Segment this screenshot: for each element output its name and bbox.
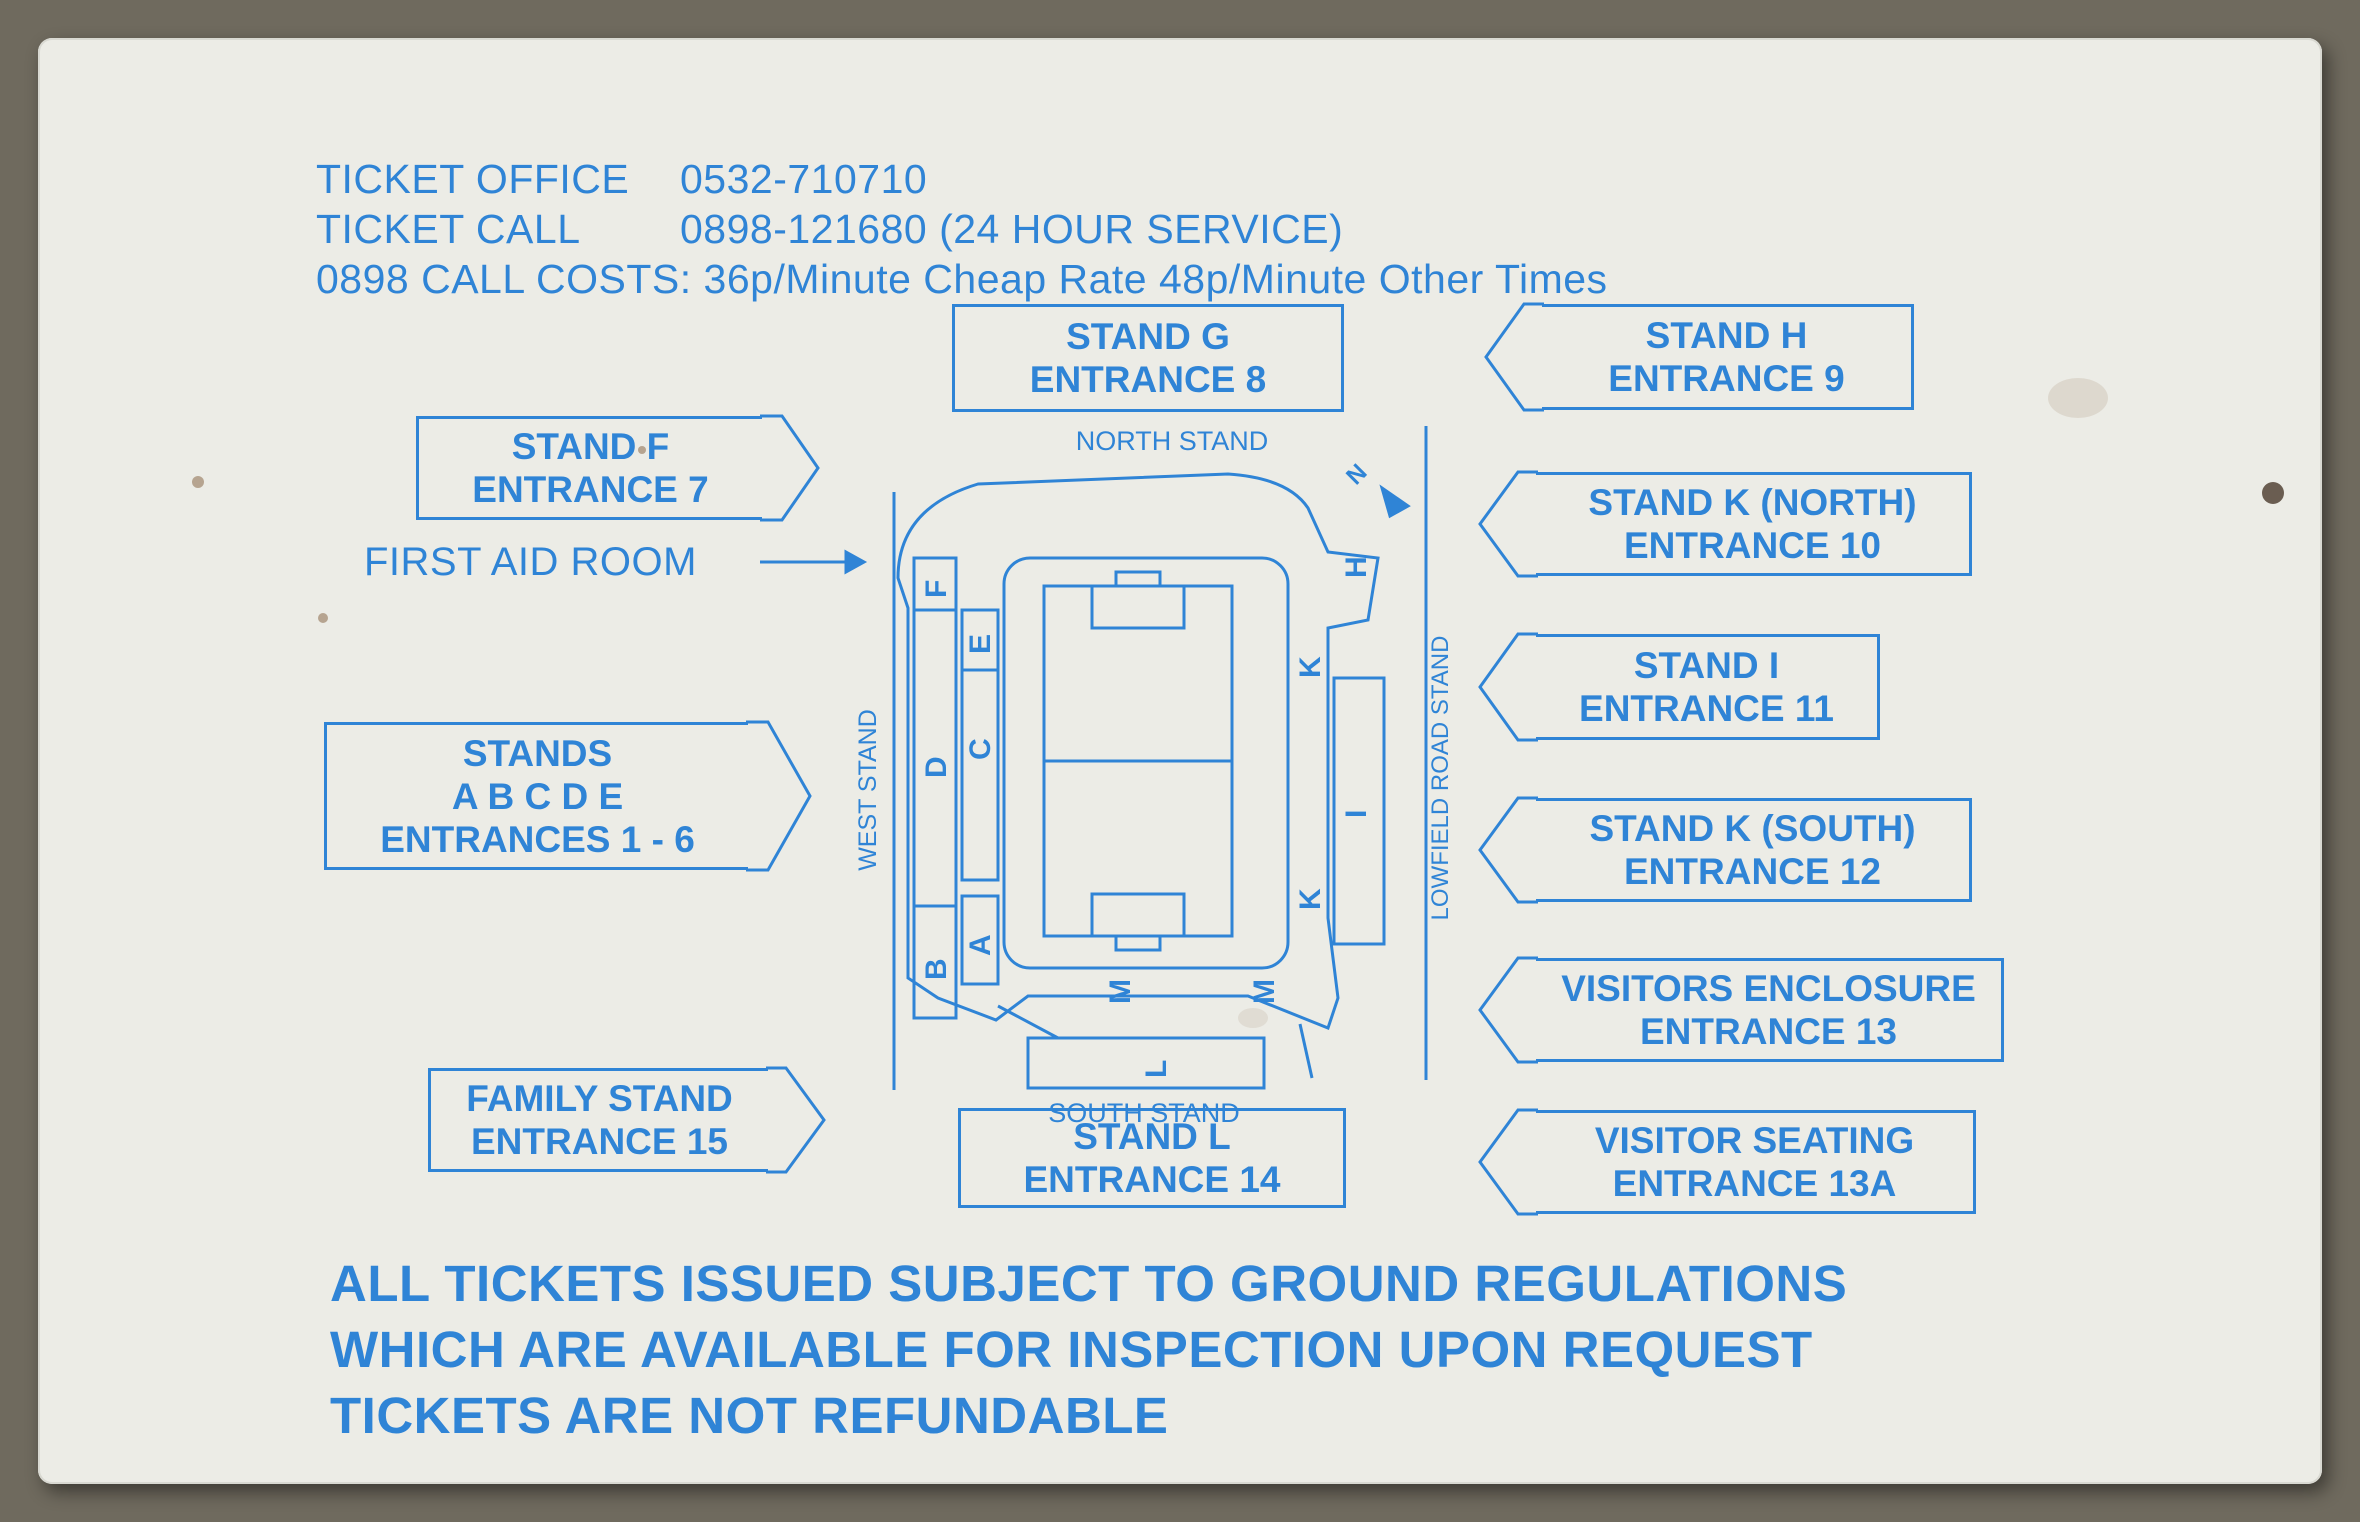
entrance-line: ENTRANCE 13	[1640, 1011, 1897, 1052]
stain	[318, 613, 328, 623]
box-pointer	[1478, 956, 1538, 1064]
south-goal	[1114, 934, 1162, 952]
box-pointer	[1478, 796, 1538, 904]
entrance-line: ENTRANCE 15	[471, 1121, 728, 1162]
entrance-box-stands-abcde: STANDS A B C D E ENTRANCES 1 - 6	[324, 722, 748, 870]
entrance-box-stand-h: STAND H ENTRANCE 9	[1542, 304, 1914, 410]
pitch-surround	[1002, 556, 1290, 970]
box-pointer	[766, 1066, 826, 1174]
south-penalty-box	[1090, 892, 1186, 938]
stand-letter-e: E	[964, 634, 997, 654]
south-stand-label: SOUTH STAND	[1048, 1098, 1240, 1128]
entrance-line: ENTRANCE 9	[1608, 358, 1845, 399]
ticket-call-label: TICKET CALL	[316, 206, 581, 252]
stand-letter-b: B	[920, 958, 953, 980]
stand-block-i	[1332, 676, 1386, 946]
entrance-line: ENTRANCE 12	[1624, 851, 1881, 892]
entrance-line: STANDS	[462, 732, 613, 774]
ticket-office-number: 0532-710710	[680, 156, 928, 202]
entrance-box-stand-f: STAND F ENTRANCE 7	[416, 416, 762, 520]
entrance-line: FAMILY STAND	[466, 1078, 733, 1119]
entrance-box-stand-i: STAND I ENTRANCE 11	[1536, 634, 1880, 740]
entrance-line: STAND F	[511, 426, 670, 467]
stand-letter-i: I	[1340, 810, 1373, 818]
entrance-line: STAND L	[1073, 1116, 1231, 1157]
stand-letter-m-west: M	[1104, 979, 1137, 1004]
stain	[1238, 1008, 1268, 1028]
north-marker-label: N	[1341, 459, 1372, 490]
entrance-line: ENTRANCES 1 - 6	[380, 818, 695, 860]
stain	[2048, 378, 2108, 418]
entrance-line: STAND K (NORTH)	[1588, 482, 1917, 523]
box-pointer	[746, 720, 812, 872]
stand-letter-h: H	[1340, 556, 1373, 578]
stand-block-b	[912, 904, 958, 1020]
entrance-line: STAND G	[1066, 316, 1230, 357]
entrance-line: ENTRANCE 11	[1579, 688, 1834, 729]
entrance-line: ENTRANCE 8	[1029, 359, 1267, 400]
stand-letter-c: C	[964, 738, 997, 760]
regulations-line-1: ALL TICKETS ISSUED SUBJECT TO GROUND REG…	[330, 1255, 1848, 1312]
first-aid-label: FIRST AID ROOM	[364, 540, 697, 584]
stand-block-a	[960, 894, 1000, 986]
box-pointer	[760, 414, 820, 522]
stand-block-l	[1026, 1036, 1266, 1090]
south-wing	[997, 1004, 1059, 1040]
first-aid-arrow-head	[844, 549, 868, 575]
west-stand-label: WEST STAND	[854, 709, 882, 871]
entrance-line: ENTRANCE 14	[1023, 1159, 1281, 1200]
regulations-line-2: WHICH ARE AVAILABLE FOR INSPECTION UPON …	[330, 1321, 1813, 1378]
stain	[638, 446, 646, 454]
box-pointer	[1478, 632, 1538, 742]
lowfield-road-stand-label: LOWFIELD ROAD STAND	[1427, 636, 1454, 921]
box-pointer	[1484, 302, 1544, 412]
north-arrow-icon	[1379, 484, 1411, 519]
entrance-box-visitors-enclosure: VISITORS ENCLOSURE ENTRANCE 13	[1536, 958, 2004, 1062]
entrance-box-stand-k-south: STAND K (SOUTH) ENTRANCE 12	[1536, 798, 1972, 902]
refund-notice: TICKETS ARE NOT REFUNDABLE	[330, 1387, 1169, 1444]
entrance-line: ENTRANCE 7	[472, 469, 709, 510]
entrance-box-stand-k-north: STAND K (NORTH) ENTRANCE 10	[1536, 472, 1972, 576]
stain	[2262, 482, 2284, 504]
box-pointer	[1478, 1108, 1538, 1216]
entrance-box-stand-g: STAND G ENTRANCE 8	[952, 304, 1344, 412]
stand-letter-k-north: K	[1294, 656, 1327, 678]
entrance-line: ENTRANCE 13A	[1612, 1163, 1897, 1204]
entrance-box-visitor-seating: VISITOR SEATING ENTRANCE 13A	[1536, 1110, 1976, 1214]
ticket-card: TICKET OFFICE 0532-710710 TICKET CALL 08…	[38, 38, 2322, 1484]
ticket-office-label: TICKET OFFICE	[316, 156, 630, 202]
entrance-line: ENTRANCE 10	[1624, 525, 1881, 566]
stand-block-c	[960, 668, 1000, 882]
ticket-call-number: 0898-121680 (24 HOUR SERVICE)	[680, 206, 1344, 252]
stand-letter-m-east: M	[1248, 979, 1281, 1004]
stand-letter-f: F	[920, 580, 953, 598]
entrance-line: VISITOR SEATING	[1594, 1120, 1915, 1161]
north-goal	[1114, 570, 1162, 588]
stand-letter-k-south: K	[1294, 888, 1327, 910]
ground-map: NORTH STAND SOUTH STAND WEST STAND LOWFI…	[746, 302, 1544, 1216]
stand-letter-d: D	[920, 756, 953, 778]
entrance-line: VISITORS ENCLOSURE	[1561, 968, 1976, 1009]
call-costs: 0898 CALL COSTS: 36p/Minute Cheap Rate 4…	[316, 256, 1608, 302]
entrance-line: STAND H	[1645, 315, 1808, 356]
south-wing	[1298, 1023, 1314, 1079]
stain	[192, 476, 204, 488]
stand-letter-l: L	[1140, 1060, 1173, 1078]
north-penalty-box	[1090, 584, 1186, 630]
entrance-box-stand-l: STAND L ENTRANCE 14	[958, 1108, 1346, 1208]
stadium-outline	[896, 472, 1380, 1030]
entrance-line: A B C D E	[451, 775, 624, 817]
north-stand-label: NORTH STAND	[1076, 426, 1269, 456]
stand-letter-a: A	[964, 934, 997, 956]
entrance-box-family-stand: FAMILY STAND ENTRANCE 15	[428, 1068, 768, 1172]
entrance-line: STAND K (SOUTH)	[1589, 808, 1916, 849]
box-pointer	[1478, 470, 1538, 578]
entrance-line: STAND I	[1633, 645, 1780, 686]
